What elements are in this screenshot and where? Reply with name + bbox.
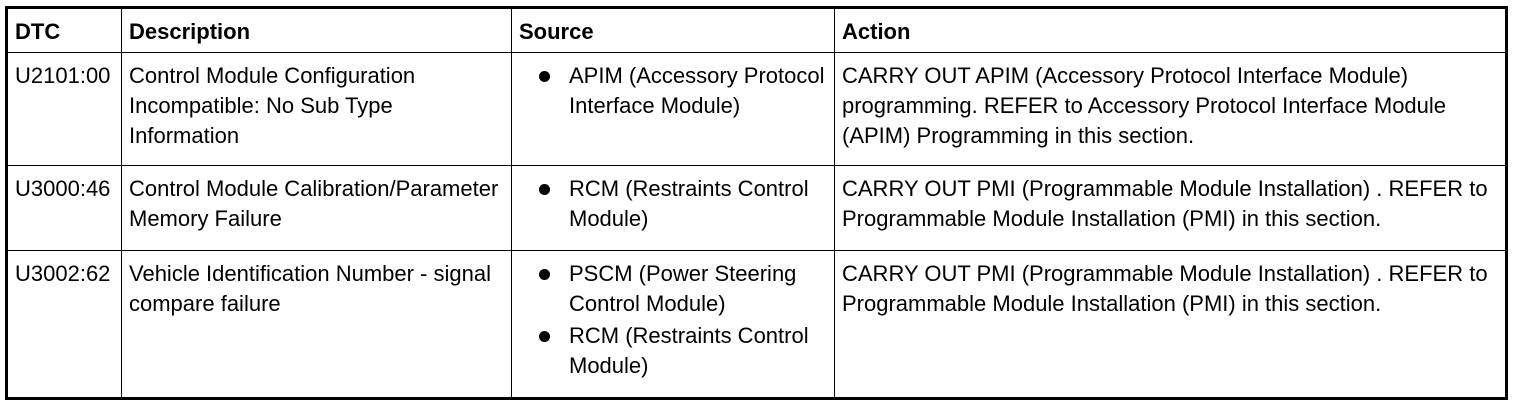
source-item: RCM (Restraints Control Module) bbox=[519, 174, 827, 234]
source-item: APIM (Accessory Protocol Interface Modul… bbox=[519, 61, 827, 121]
source-item-label: RCM (Restraints Control Module) bbox=[569, 176, 809, 231]
header-source: Source bbox=[511, 7, 835, 53]
source-item: RCM (Restraints Control Module) bbox=[519, 321, 827, 381]
source-item-label: APIM (Accessory Protocol Interface Modul… bbox=[569, 63, 825, 118]
bullet-icon bbox=[539, 71, 550, 82]
bullet-icon bbox=[539, 184, 550, 195]
table-header-row: DTC Description Source Action bbox=[6, 7, 1507, 53]
dtc-action: CARRY OUT PMI (Programmable Module Insta… bbox=[834, 250, 1507, 399]
header-dtc: DTC bbox=[6, 7, 122, 53]
source-list: PSCM (Power Steering Control Module) RCM… bbox=[519, 259, 827, 381]
dtc-description: Control Module Configuration Incompatibl… bbox=[121, 52, 512, 166]
dtc-code: U3000:46 bbox=[6, 165, 122, 251]
source-list: APIM (Accessory Protocol Interface Modul… bbox=[519, 61, 827, 121]
source-list: RCM (Restraints Control Module) bbox=[519, 174, 827, 234]
bullet-icon bbox=[539, 269, 550, 280]
dtc-action: CARRY OUT PMI (Programmable Module Insta… bbox=[834, 165, 1507, 251]
table-row: U3002:62 Vehicle Identification Number -… bbox=[6, 250, 1507, 399]
dtc-action: CARRY OUT APIM (Accessory Protocol Inter… bbox=[834, 52, 1507, 166]
header-description: Description bbox=[121, 7, 512, 53]
source-item-label: RCM (Restraints Control Module) bbox=[569, 323, 809, 378]
header-action: Action bbox=[834, 7, 1507, 53]
dtc-description: Control Module Calibration/Parameter Mem… bbox=[121, 165, 512, 251]
dtc-code: U2101:00 bbox=[6, 52, 122, 166]
source-item: PSCM (Power Steering Control Module) bbox=[519, 259, 827, 319]
table-row: U3000:46 Control Module Calibration/Para… bbox=[6, 165, 1507, 251]
dtc-source: APIM (Accessory Protocol Interface Modul… bbox=[511, 52, 835, 166]
dtc-description: Vehicle Identification Number - signal c… bbox=[121, 250, 512, 399]
dtc-source: PSCM (Power Steering Control Module) RCM… bbox=[511, 250, 835, 399]
table-row: U2101:00 Control Module Configuration In… bbox=[6, 52, 1507, 166]
source-item-label: PSCM (Power Steering Control Module) bbox=[569, 261, 797, 316]
dtc-code: U3002:62 bbox=[6, 250, 122, 399]
dtc-table: DTC Description Source Action U2101:00 C… bbox=[5, 6, 1508, 400]
bullet-icon bbox=[539, 331, 550, 342]
dtc-source: RCM (Restraints Control Module) bbox=[511, 165, 835, 251]
